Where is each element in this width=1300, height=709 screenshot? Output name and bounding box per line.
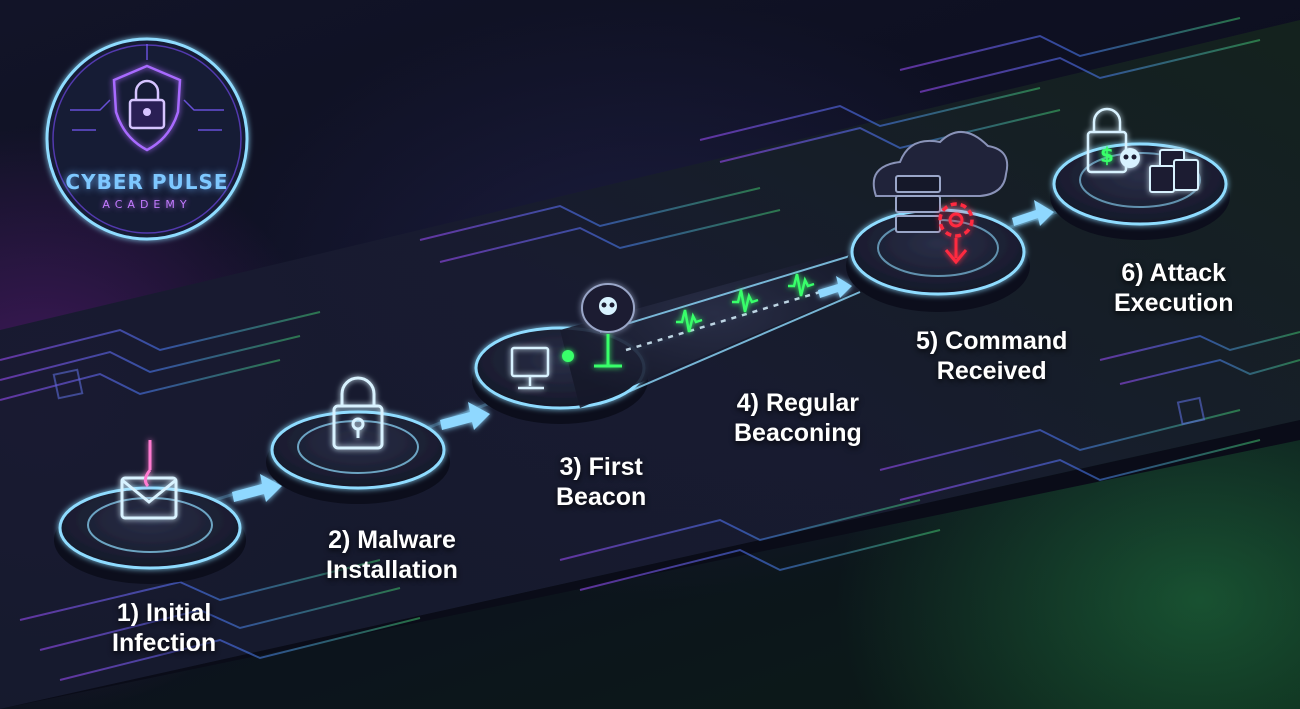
step-6-label-line1: 6) Attack [1121,259,1227,287]
step-6-label-line2: Execution [1114,289,1234,317]
step-4-label: 4) Regular Beaconing [734,388,862,448]
logo-title: CYBER PULSE [65,170,229,194]
step-3-label: 3) First Beacon [556,452,646,512]
step-1-label-line2: Infection [112,629,217,657]
padlock-icon [332,376,384,450]
step-3-label-line1: 3) First [559,453,643,481]
logo-subtitle: ACADEMY [102,198,192,211]
step-2-label: 2) Malware Installation [326,525,458,585]
platform-initial-infection [54,440,246,584]
step-5-label-line2: Received [936,357,1047,385]
circuit-traces [0,17,1300,681]
arrow-step-5-to-6 [1012,200,1054,226]
ransom-lock-skull-documents-icon: $ [1086,107,1199,193]
platform-command-received [846,208,1030,312]
step-2-label-line1: 2) Malware [328,526,456,554]
step-2-label-line2: Installation [326,556,458,584]
cyber-pulse-academy-logo: CYBER PULSE ACADEMY [44,36,250,242]
step-6-label: 6) Attack Execution [1114,258,1233,318]
step-3-label-line2: Beacon [556,483,647,511]
step-1-label: 1) Initial Infection [112,598,216,658]
platform-attack-execution [1050,142,1230,240]
beacon-dashed-line [625,290,821,352]
step-5-label: 5) Command Received [916,326,1067,386]
platform-malware-installation [266,376,450,504]
computer-skull-beacon-icon [510,283,635,390]
step-4-label-line2: Beaconing [734,419,862,447]
logo-emblem [45,37,249,241]
step-5-label-line1: 5) Command [916,327,1068,355]
arrow-step-4-to-5 [818,276,852,298]
step-4-label-line1: 4) Regular [736,389,860,417]
email-phishing-hook-icon [120,440,178,520]
circuit-pads [52,368,1206,426]
arrow-step-1-to-2 [232,474,282,502]
arrow-step-2-to-3 [440,402,490,430]
cloud-server-gear-icon [872,131,1009,265]
signal-pulse-icon [676,273,815,333]
step-1-label-line1: 1) Initial [116,599,212,627]
svg-text:$: $ [1100,143,1114,167]
